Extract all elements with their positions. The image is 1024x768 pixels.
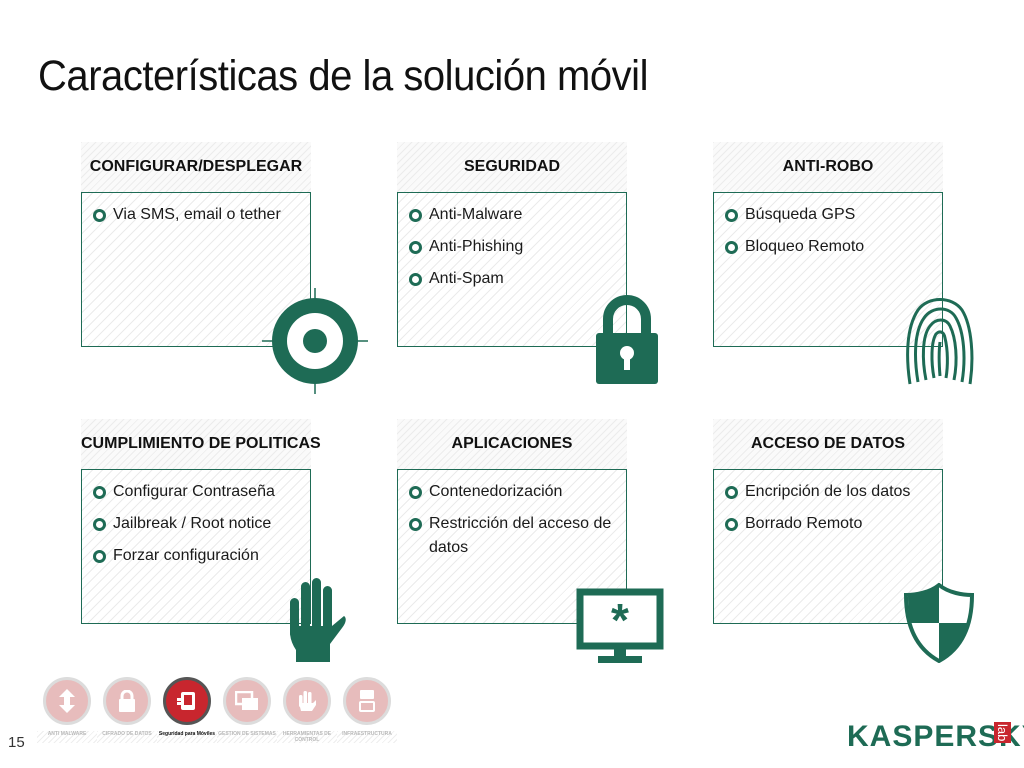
list-item: Restricción del acceso de datos — [408, 512, 618, 560]
nav-item-seguridad-moviles[interactable]: Seguridad para Móviles — [157, 675, 217, 743]
list-item: Forzar configuración — [92, 544, 302, 568]
list-item: Bloqueo Remoto — [724, 235, 934, 259]
card-seguridad: SEGURIDAD Anti-Malware Anti-Phishing Ant… — [397, 142, 627, 347]
nav-item-infraestructura[interactable]: Infraestructura — [337, 675, 397, 743]
padlock-icon — [596, 295, 658, 384]
fingerprint-icon — [906, 298, 974, 385]
mobile-hand-icon — [163, 677, 211, 725]
card-acceso-datos: ACCESO DE DATOS Encripción de los datos … — [713, 419, 943, 624]
list-item: Via SMS, email o tether — [92, 203, 302, 227]
server-icon — [343, 677, 391, 725]
card-heading: CONFIGURAR/DESPLEGAR — [81, 142, 311, 192]
card-body: Búsqueda GPS Bloqueo Remoto — [713, 192, 943, 347]
card-heading: SEGURIDAD — [397, 142, 627, 192]
nav-item-anti-malware[interactable]: ANTI MALWARE — [37, 675, 97, 743]
nav-label: HERRAMIENTAS DE CONTROL — [277, 731, 337, 743]
nav-label: GESTION DE SISTEMAS — [217, 731, 277, 743]
card-heading: CUMPLIMIENTO DE POLITICAS — [81, 419, 321, 469]
shield-icon — [903, 583, 975, 663]
list-item: Anti-Malware — [408, 203, 618, 227]
page-title: Características de la solución móvil — [38, 52, 649, 100]
list-item: Contenedorización — [408, 480, 618, 504]
hand-icon — [290, 578, 346, 662]
list-item: Anti-Phishing — [408, 235, 618, 259]
card-aplicaciones: APLICACIONES Contenedorización Restricci… — [397, 419, 627, 624]
nav-item-herramientas[interactable]: HERRAMIENTAS DE CONTROL — [277, 675, 337, 743]
nav-label: ANTI MALWARE — [37, 731, 97, 743]
card-heading: APLICACIONES — [397, 419, 627, 469]
monitor-asterisk-icon: * — [576, 588, 664, 663]
nav-item-cifrado[interactable]: CIFRADO DE DATOS — [97, 675, 157, 743]
slide-number: 15 — [8, 734, 25, 751]
card-body: Anti-Malware Anti-Phishing Anti-Spam — [397, 192, 627, 347]
arrows-icon — [43, 677, 91, 725]
card-body: Configurar Contraseña Jailbreak / Root n… — [81, 469, 311, 624]
nav-label: Seguridad para Móviles — [157, 731, 217, 743]
kaspersky-logo-lab: lab — [994, 722, 1011, 744]
card-body: Via SMS, email o tether — [81, 192, 311, 347]
list-item: Jailbreak / Root notice — [92, 512, 302, 536]
list-item: Borrado Remoto — [724, 512, 934, 536]
card-cumplimiento: CUMPLIMIENTO DE POLITICAS Configurar Con… — [81, 419, 321, 624]
card-heading: ACCESO DE DATOS — [713, 419, 943, 469]
card-heading: ANTI-ROBO — [713, 142, 943, 192]
hand-icon — [283, 677, 331, 725]
target-icon — [262, 288, 368, 394]
card-body: Contenedorización Restricción del acceso… — [397, 469, 627, 624]
svg-text:*: * — [611, 594, 629, 646]
nav-label: Infraestructura — [337, 731, 397, 743]
card-configurar: CONFIGURAR/DESPLEGAR Via SMS, email o te… — [81, 142, 311, 347]
nav-item-gestion[interactable]: GESTION DE SISTEMAS — [217, 675, 277, 743]
list-item: Encripción de los datos — [724, 480, 934, 504]
list-item: Configurar Contraseña — [92, 480, 302, 504]
windows-icon — [223, 677, 271, 725]
lock-icon — [103, 677, 151, 725]
card-anti-robo: ANTI-ROBO Búsqueda GPS Bloqueo Remoto — [713, 142, 943, 347]
list-item: Búsqueda GPS — [724, 203, 934, 227]
nav-label: CIFRADO DE DATOS — [97, 731, 157, 743]
list-item: Anti-Spam — [408, 267, 618, 291]
